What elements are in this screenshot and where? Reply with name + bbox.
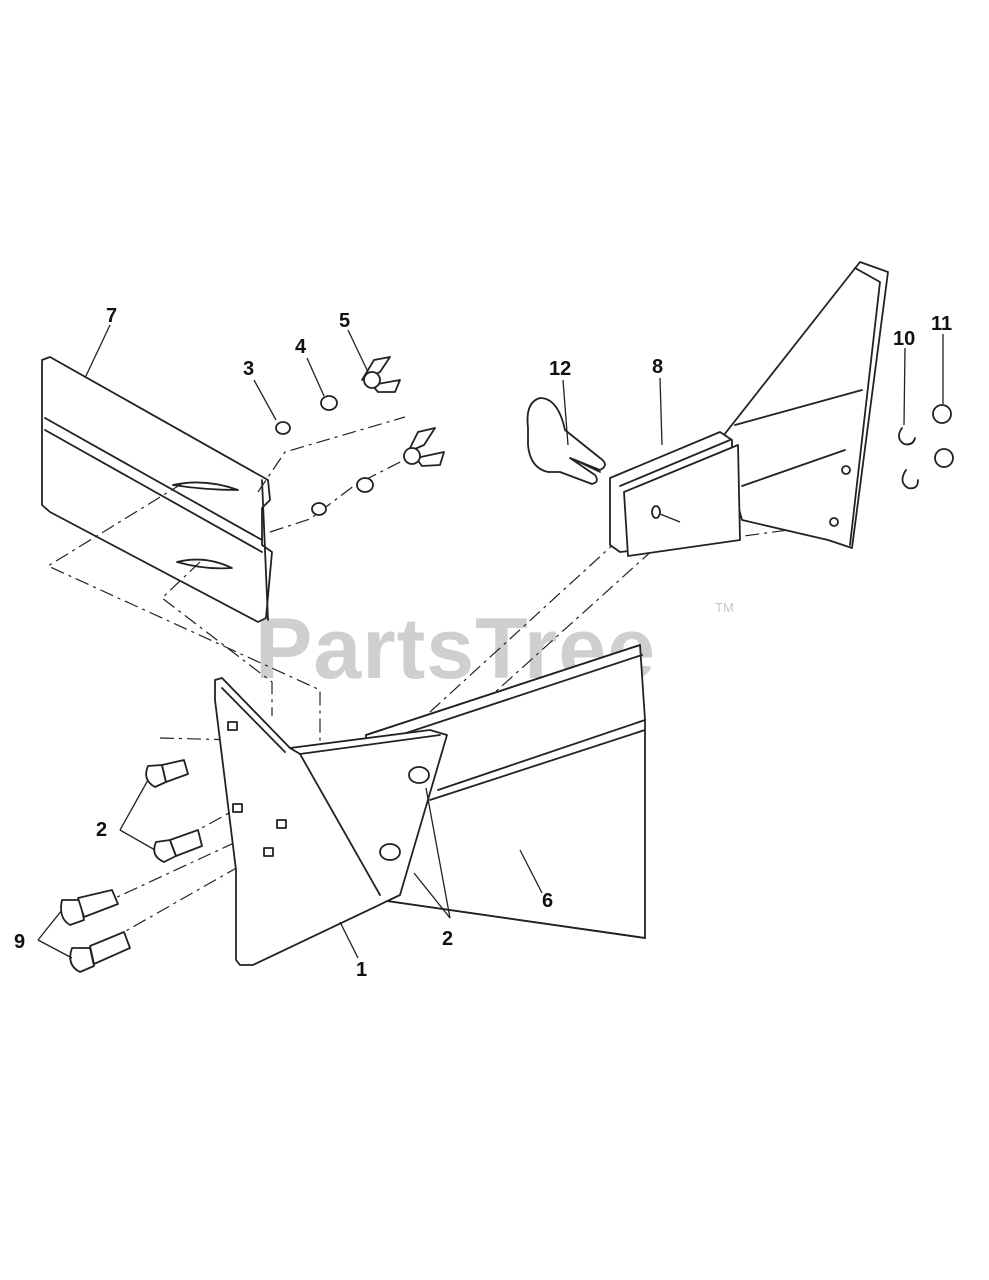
part-7-deflector-plate bbox=[41, 356, 273, 623]
nut-3-upper bbox=[275, 421, 291, 435]
wing-nut-5-lower bbox=[403, 427, 445, 467]
lock-washer-10-lower bbox=[901, 469, 919, 490]
lock-washer-10-upper bbox=[898, 427, 916, 446]
callout-8: 8 bbox=[652, 356, 663, 378]
nut-11-upper bbox=[932, 404, 952, 424]
wing-nut-5-upper bbox=[361, 356, 401, 393]
callout-10: 10 bbox=[893, 328, 915, 350]
part-9-carriage-bolts bbox=[60, 889, 131, 973]
callout-11: 11 bbox=[931, 313, 952, 335]
watermark: PartsTree TM bbox=[255, 600, 734, 697]
washer-4-upper bbox=[320, 395, 338, 411]
callout-12: 12 bbox=[549, 358, 571, 380]
callout-5: 5 bbox=[339, 310, 350, 332]
part-1-bracket-plate bbox=[214, 677, 448, 966]
part-2-screws bbox=[145, 759, 203, 863]
part-6-skid-shoe bbox=[365, 644, 646, 939]
parts-10-11-hardware bbox=[898, 404, 954, 490]
washer-4-lower bbox=[356, 477, 374, 493]
callout-4: 4 bbox=[295, 336, 307, 358]
callout-7: 7 bbox=[106, 305, 117, 327]
watermark-trademark: TM bbox=[715, 600, 734, 615]
part-12-hairpin-clip bbox=[526, 397, 606, 485]
callouts: 7 3 4 5 12 8 10 11 2 9 2 6 1 bbox=[14, 305, 952, 981]
part-8-spacer-assembly bbox=[609, 261, 889, 557]
callout-3: 3 bbox=[243, 358, 254, 380]
callout-2-right: 2 bbox=[442, 928, 453, 950]
callout-2-left: 2 bbox=[96, 819, 107, 841]
leader-lines bbox=[37, 324, 944, 959]
parts-3-4-5-hardware bbox=[275, 356, 445, 516]
callout-9: 9 bbox=[14, 931, 25, 953]
callout-6: 6 bbox=[542, 890, 553, 912]
callout-1: 1 bbox=[356, 959, 367, 981]
nut-11-lower bbox=[934, 448, 954, 468]
nut-3-lower bbox=[311, 502, 327, 516]
